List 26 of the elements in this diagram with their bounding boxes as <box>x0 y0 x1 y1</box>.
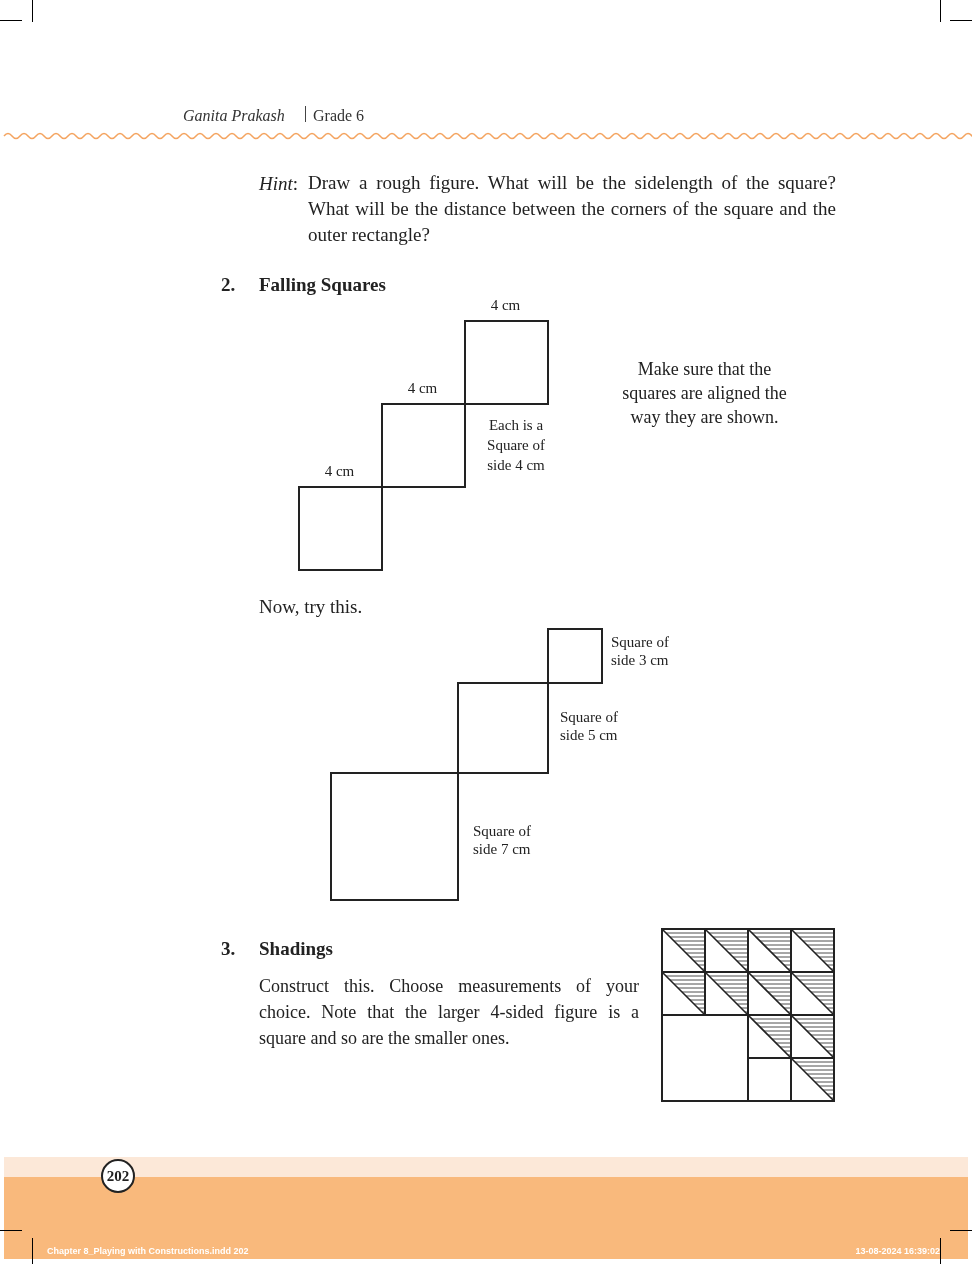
square-shape <box>381 403 466 488</box>
hint-label: Hint: <box>259 172 300 196</box>
square-caption: Square of side 5 cm <box>560 708 619 744</box>
square-shape <box>547 628 603 684</box>
square-shape <box>298 486 383 571</box>
question-title: Shadings <box>259 937 334 961</box>
hint-text: Draw a rough figure. What will be the sidelength of the square? What will be the distance between the corners of the square and the outer rectangle? <box>308 171 836 247</box>
file-info: Chapter 8_Playing with Constructions.indd 202 <box>47 1245 250 1258</box>
square-caption: Square of side 3 cm <box>611 633 670 669</box>
instruction-note: Make sure that the squares are aligned the way they are shown. <box>621 358 788 429</box>
running-header: Ganita Prakash <box>183 106 286 126</box>
dimension-label: 4 cm <box>489 296 522 314</box>
square-caption: Square of side 7 cm <box>473 822 532 858</box>
question-number: 3. <box>221 937 237 961</box>
question-title: Falling Squares <box>259 273 387 297</box>
print-date: 13-08-2024 16:39:02 <box>854 1245 940 1258</box>
question-number: 2. <box>221 273 237 297</box>
running-header: Grade 6 <box>313 106 366 126</box>
figure-note: Each is a Square of side 4 cm <box>486 416 546 475</box>
square-shape <box>330 772 459 901</box>
instruction-text: Now, try this. <box>259 595 364 619</box>
dimension-label: 4 cm <box>406 379 439 397</box>
question-text: Construct this. Choose measurements of your choice. Note that the larger 4-sided figure is a square and so are the smaller ones. <box>259 975 639 1050</box>
square-shape <box>464 320 549 405</box>
square-shape <box>457 682 549 774</box>
dimension-label: 4 cm <box>323 462 356 480</box>
